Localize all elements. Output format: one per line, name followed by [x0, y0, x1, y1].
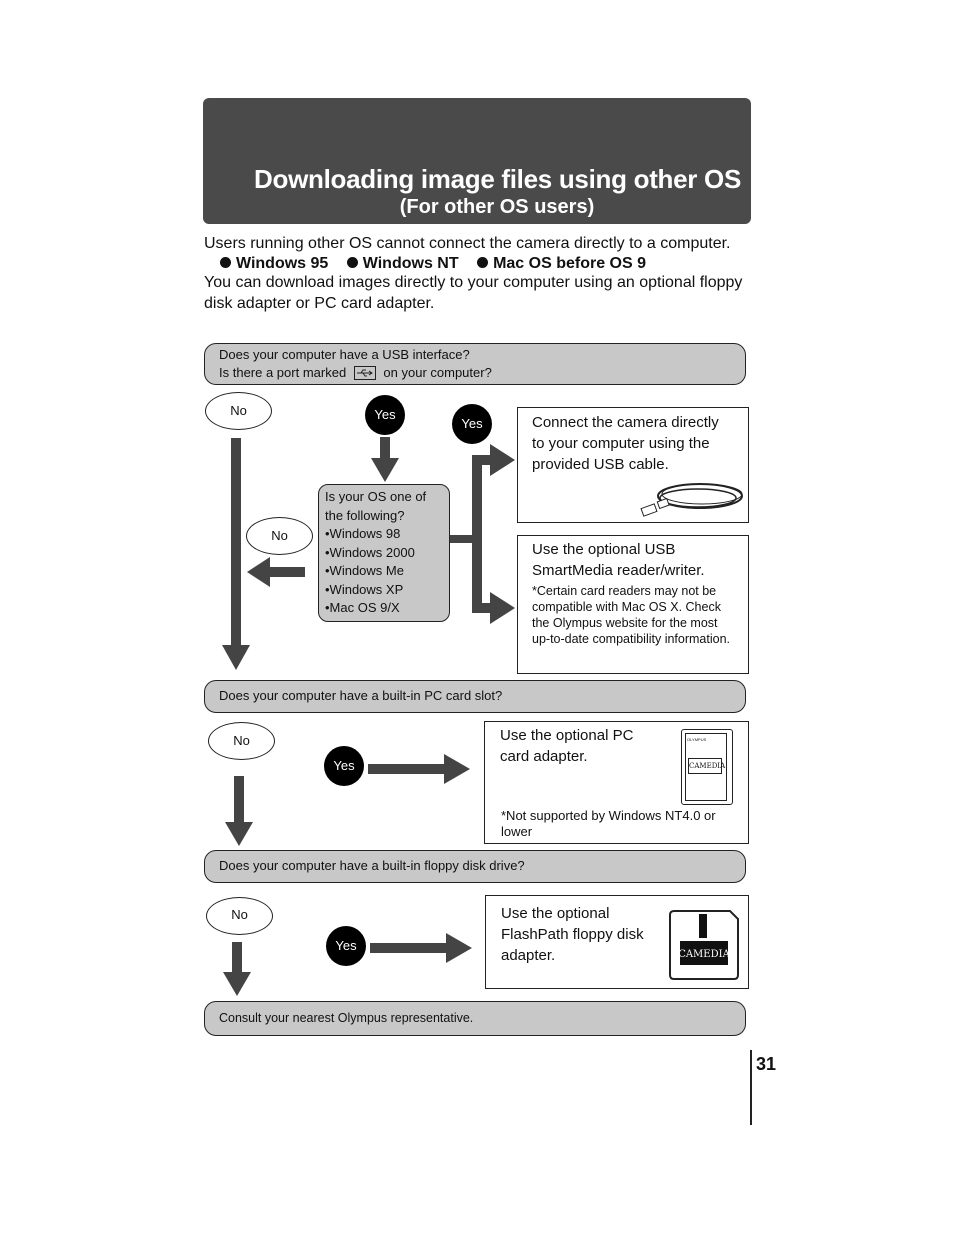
usb-cable-icon [640, 483, 743, 517]
os-item: Windows NT [346, 255, 459, 273]
yes-label-pc-card: Yes [324, 746, 364, 786]
question-floppy: Does your computer have a built-in flopp… [204, 850, 746, 883]
flashpath-box: Use the optional FlashPath floppy disk a… [485, 895, 749, 989]
camedia-logo: CAMEDIA [688, 758, 725, 774]
page-subtitle: (For other OS users) [399, 196, 595, 218]
usb-port-icon [353, 366, 376, 380]
bullet-icon [346, 257, 358, 268]
bullet-icon [220, 257, 231, 268]
svg-text:CAMEDIA: CAMEDIA [678, 949, 730, 960]
flashpath-adapter-icon: CAMEDIA [669, 910, 739, 980]
flashpath-text: Use the optional FlashPath floppy disk a… [501, 905, 644, 964]
intro-line-1: Users running other OS cannot connect th… [204, 235, 731, 252]
usb-direct-text: Connect the camera directly to your comp… [532, 414, 719, 473]
question-usb-line2: Is there a port marked on your computer? [219, 365, 492, 380]
question-usb-line1: Does your computer have a USB interface? [219, 347, 470, 362]
pc-card-text: Use the optional PC card adapter. [500, 727, 634, 765]
yes-label-usb: Yes [365, 395, 405, 435]
usb-reader-note: *Certain card readers may not be compati… [532, 584, 731, 646]
no-label-os: No [246, 517, 313, 555]
page-number: 31 [756, 1054, 777, 1074]
yes-label-floppy: Yes [326, 926, 366, 966]
os-item: Mac OS before OS 9 [477, 255, 646, 273]
pc-card-note: *Not supported by Windows NT4.0 or lower [501, 808, 716, 839]
no-label-usb: No [205, 392, 272, 430]
os-question-box: Is your OS one of the following? •Window… [318, 484, 450, 622]
intro-line-2: You can download images directly to your… [204, 274, 743, 312]
no-label-pc-card: No [208, 722, 275, 760]
pc-card-box: Use the optional PC card adapter. *Not s… [484, 721, 749, 844]
page-divider [750, 1050, 752, 1125]
usb-reader-text: Use the optional USB SmartMedia reader/w… [532, 541, 705, 579]
question-usb: Does your computer have a USB interface?… [204, 343, 746, 385]
consult-bar: Consult your nearest Olympus representat… [204, 1001, 746, 1036]
os-list-item: •Windows XP [325, 581, 404, 597]
os-question-text: Is your OS one of the following? [325, 489, 427, 523]
yes-label-os: Yes [452, 404, 492, 444]
usb-reader-box: Use the optional USB SmartMedia reader/w… [517, 535, 749, 674]
os-item: Windows 95 [220, 255, 328, 273]
os-list-item: •Windows Me [325, 563, 404, 578]
no-label-floppy: No [206, 897, 273, 935]
os-list-item: •Windows 2000 [325, 544, 415, 560]
os-list-item: •Mac OS 9/X [325, 600, 400, 615]
header-banner [203, 98, 751, 224]
page-title: Downloading image files using other OS [254, 164, 741, 194]
question-pc-card: Does your computer have a built-in PC ca… [204, 680, 746, 713]
usb-direct-box: Connect the camera directly to your comp… [517, 407, 749, 523]
pc-card-adapter-icon: OLYMPUS CAMEDIA [681, 729, 733, 805]
os-list-item: •Windows 98 [325, 526, 401, 541]
os-list: Windows 95 Windows NT Mac OS before OS 9 [220, 255, 660, 273]
bullet-icon [477, 257, 489, 268]
